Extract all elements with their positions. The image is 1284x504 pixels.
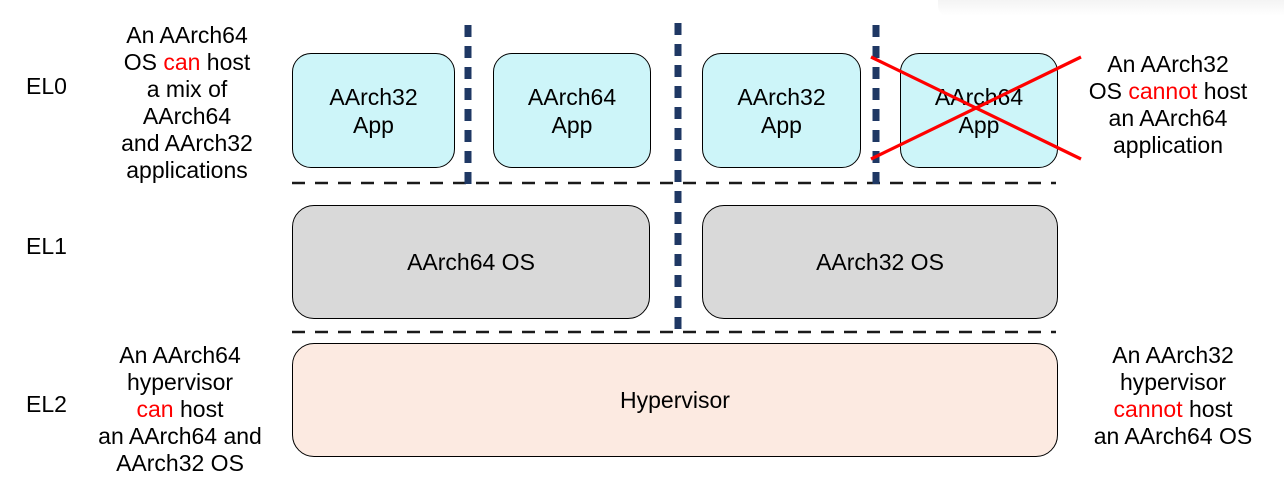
annotation-text: an AArch64 and xyxy=(98,423,262,449)
annotation-line: hypervisor xyxy=(1082,369,1264,396)
annotation-line: AArch32 OS xyxy=(80,450,280,477)
aarch32-os-box: AArch32 OS xyxy=(702,205,1058,319)
annotation-line: An AArch32 xyxy=(1082,342,1264,369)
app-box-label-line1: AArch32 xyxy=(329,83,418,110)
annotation-el0-left: An AArch64 OS can host a mix of AArch64 … xyxy=(87,22,287,184)
os-box-label: AArch32 OS xyxy=(816,249,944,275)
annotation-text: host xyxy=(1197,78,1248,104)
annotation-text: an AArch64 xyxy=(1108,105,1228,131)
annotation-line: An AArch32 xyxy=(1080,51,1256,78)
annotation-text: An AArch64 xyxy=(126,22,248,48)
annotation-red-text: cannot xyxy=(1128,78,1198,104)
app-box-label-line2: App xyxy=(353,111,394,138)
annotation-text: AArch32 OS xyxy=(116,450,244,476)
annotation-text: hypervisor xyxy=(126,369,234,395)
annotation-line: applications xyxy=(87,157,287,184)
annotation-el0-right: An AArch32 OS cannot host an AArch64 app… xyxy=(1080,51,1256,159)
os-box-label: AArch64 OS xyxy=(407,249,535,275)
annotation-text: an AArch64 OS xyxy=(1093,423,1253,449)
el2-label: EL2 xyxy=(26,391,67,417)
annotation-line: an AArch64 and xyxy=(80,423,280,450)
annotation-text: OS xyxy=(123,49,164,75)
app-box-label-line1: AArch64 xyxy=(527,83,617,110)
annotation-line: a mix of xyxy=(87,76,287,103)
annotation-line: cannot host xyxy=(1082,396,1264,423)
annotation-text: AArch64 xyxy=(142,103,232,129)
annotation-line: AArch64 xyxy=(87,103,287,130)
annotation-line: an AArch64 OS xyxy=(1082,423,1264,450)
annotation-text: a mix of xyxy=(146,76,228,102)
annotation-text: application xyxy=(1113,132,1223,158)
annotation-line: hypervisor xyxy=(80,369,280,396)
annotation-text: host xyxy=(173,396,224,422)
annotation-text: applications xyxy=(126,157,248,183)
el0-label: EL0 xyxy=(26,73,67,99)
app-box-label-line2: App xyxy=(958,111,1000,138)
app-box-label-line2: App xyxy=(551,111,593,138)
annotation-line: and AArch32 xyxy=(87,130,287,157)
annotation-text: host xyxy=(1182,396,1233,422)
aarch64-os-box: AArch64 OS xyxy=(292,205,650,319)
annotation-el2-left: An AArch64 hypervisor can host an AArch6… xyxy=(80,342,280,477)
annotation-text: An AArch32 xyxy=(1112,342,1234,368)
annotation-line: An AArch64 xyxy=(87,22,287,49)
annotation-red-text: cannot xyxy=(1113,396,1183,422)
aarch64-app-box-crossed-out: AArch64 App xyxy=(900,53,1058,168)
aarch64-app-box: AArch64 App xyxy=(493,53,651,168)
annotation-text: and AArch32 xyxy=(121,130,253,156)
app-box-label-line2: App xyxy=(761,111,802,138)
app-box-label-line1: AArch32 xyxy=(737,83,826,110)
top-right-window-edge-artifact xyxy=(938,0,1284,16)
hypervisor-label: Hypervisor xyxy=(620,387,730,413)
annotation-red-text: can xyxy=(163,49,201,75)
annotation-text: An AArch64 xyxy=(119,342,241,368)
annotation-text: An AArch32 xyxy=(1107,51,1229,77)
annotation-line: OS cannot host xyxy=(1080,78,1256,105)
annotation-line: An AArch64 xyxy=(80,342,280,369)
el1-label: EL1 xyxy=(26,233,67,259)
app-box-label-line1: AArch64 xyxy=(934,83,1024,110)
annotation-line: application xyxy=(1080,132,1256,159)
aarch32-app-box-2: AArch32 App xyxy=(702,53,861,168)
annotation-line: can host xyxy=(80,396,280,423)
annotation-line: OS can host xyxy=(87,49,287,76)
annotation-text: hypervisor xyxy=(1119,369,1227,395)
annotation-el2-right: An AArch32 hypervisor cannot host an AAr… xyxy=(1082,342,1264,450)
hypervisor-box: Hypervisor xyxy=(292,343,1058,457)
annotation-line: an AArch64 xyxy=(1080,105,1256,132)
annotation-red-text: can xyxy=(136,396,174,422)
aarch32-app-box-1: AArch32 App xyxy=(292,53,455,168)
annotation-text: OS xyxy=(1088,78,1129,104)
annotation-text: host xyxy=(200,49,251,75)
